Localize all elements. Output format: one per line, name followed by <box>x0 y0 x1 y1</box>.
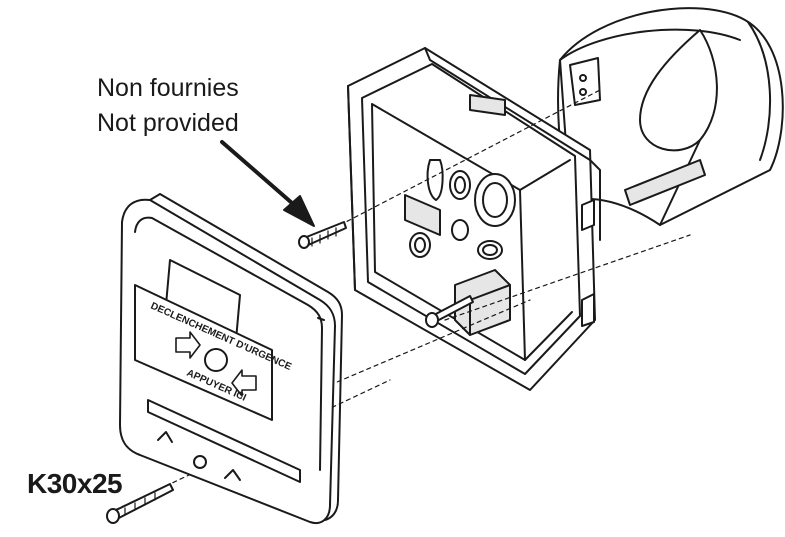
screw-middle <box>425 295 474 328</box>
surface-back-box <box>347 47 601 391</box>
screw-upper <box>298 221 347 249</box>
not-provided-label-en: Not provided <box>97 109 239 137</box>
pointer-arrow <box>220 140 315 227</box>
round-wall-box <box>557 7 784 226</box>
not-provided-label-fr: Non fournies <box>97 74 239 102</box>
screw-reference-label: K30x25 <box>27 468 123 499</box>
call-point-front-unit: DECLENCHEMENT D'URGENCE APPUYER ICI <box>119 193 343 524</box>
screw-k30x25 <box>106 483 174 524</box>
